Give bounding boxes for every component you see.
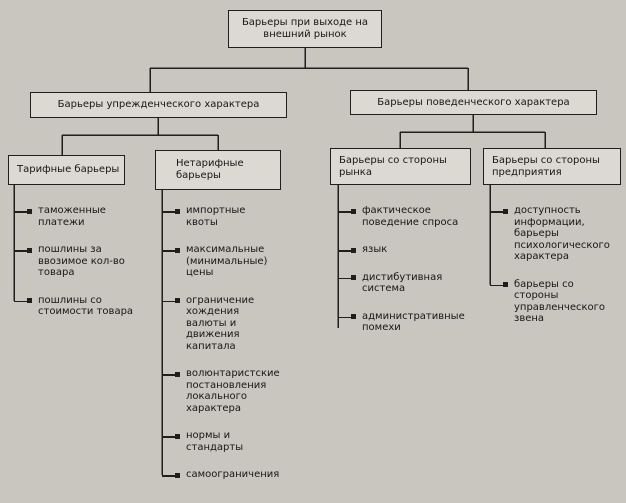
list-item: дистибутивная система: [338, 272, 468, 295]
item-bullet-icon: [351, 314, 356, 319]
root-node-box: Барьеры при выходе на внешний рынок: [228, 10, 382, 48]
item-label: дистибутивная система: [362, 271, 443, 295]
market-group-box: Барьеры со стороны рынка: [330, 148, 471, 185]
enterprise-items-list: доступность информации, барьеры психолог…: [490, 205, 614, 341]
list-item: максимальные (минимальные) цены: [162, 244, 280, 279]
list-item: ограничение хождения валюты и движения к…: [162, 295, 280, 353]
list-item: барьеры со стороны управленческого звена: [490, 279, 614, 325]
item-label: импортные квоты: [186, 205, 246, 228]
item-bullet-icon: [351, 247, 356, 253]
item-bullet-icon: [175, 208, 180, 214]
enterprise-group-box: Барьеры со стороны предприятия: [483, 148, 621, 185]
list-item: импортные квоты: [162, 205, 280, 228]
item-label: волюнтаристские постановления локального…: [186, 368, 280, 414]
nontariff-group-box: Нетарифные барьеры: [155, 150, 281, 190]
nontariff-group-label: Нетарифные барьеры: [176, 158, 244, 181]
behavioral-branch-label: Барьеры поведенческого характера: [377, 96, 570, 108]
item-label: пошлины за ввозимое кол-во товара: [38, 244, 125, 278]
list-item: пошлины за ввозимое кол-во товара: [14, 244, 134, 279]
list-item: язык: [338, 244, 468, 256]
item-bullet-icon: [27, 208, 32, 214]
preventive-branch-label: Барьеры упрежденческого характера: [57, 99, 260, 110]
list-item: фактическое поведение спроса: [338, 205, 468, 228]
item-label: язык: [362, 244, 388, 255]
market-items-list: фактическое поведение спроса язык дистиб…: [338, 205, 468, 350]
enterprise-group-label: Барьеры со стороны предприятия: [492, 154, 600, 178]
tariff-group-label: Тарифные барьеры: [17, 164, 120, 175]
item-bullet-icon: [175, 371, 180, 377]
item-label: барьеры со стороны управленческого звена: [514, 278, 605, 325]
market-group-label: Барьеры со стороны рынка: [339, 154, 447, 178]
preventive-branch-box: Барьеры упрежденческого характера: [30, 92, 287, 118]
list-item: доступность информации, барьеры психолог…: [490, 205, 614, 263]
item-label: таможенные платежи: [38, 205, 106, 228]
item-bullet-icon: [175, 472, 180, 478]
item-label: доступность информации, барьеры психолог…: [514, 205, 610, 262]
item-label: административные помехи: [362, 310, 465, 334]
item-label: пошлины со стоимости товара: [38, 294, 134, 318]
tariff-items-list: таможенные платежи пошлины за ввозимое к…: [14, 205, 134, 334]
item-bullet-icon: [503, 282, 508, 287]
item-label: самоограничения: [186, 469, 280, 480]
list-item: самоограничения: [162, 469, 280, 481]
nontariff-items-list: импортные квоты максимальные (минимальны…: [162, 205, 280, 497]
item-bullet-icon: [175, 298, 180, 303]
list-item: нормы и стандарты: [162, 430, 280, 453]
list-item: волюнтаристские постановления локального…: [162, 368, 280, 414]
root-node-label: Барьеры при выходе на внешний рынок: [241, 17, 369, 40]
item-bullet-icon: [27, 247, 32, 253]
list-item: таможенные платежи: [14, 205, 134, 228]
item-bullet-icon: [175, 433, 180, 439]
item-bullet-icon: [27, 298, 32, 303]
item-label: ограничение хождения валюты и движения к…: [186, 294, 255, 352]
behavioral-branch-box: Барьеры поведенческого характера: [350, 90, 597, 115]
item-bullet-icon: [351, 208, 356, 214]
item-bullet-icon: [175, 247, 180, 253]
item-label: фактическое поведение спроса: [362, 205, 459, 228]
tariff-group-box: Тарифные барьеры: [8, 155, 125, 185]
item-label: максимальные (минимальные) цены: [186, 244, 268, 278]
list-item: пошлины со стоимости товара: [14, 295, 134, 318]
item-label: нормы и стандарты: [186, 430, 244, 453]
item-bullet-icon: [351, 275, 356, 280]
item-bullet-icon: [503, 208, 508, 214]
list-item: административные помехи: [338, 311, 468, 334]
